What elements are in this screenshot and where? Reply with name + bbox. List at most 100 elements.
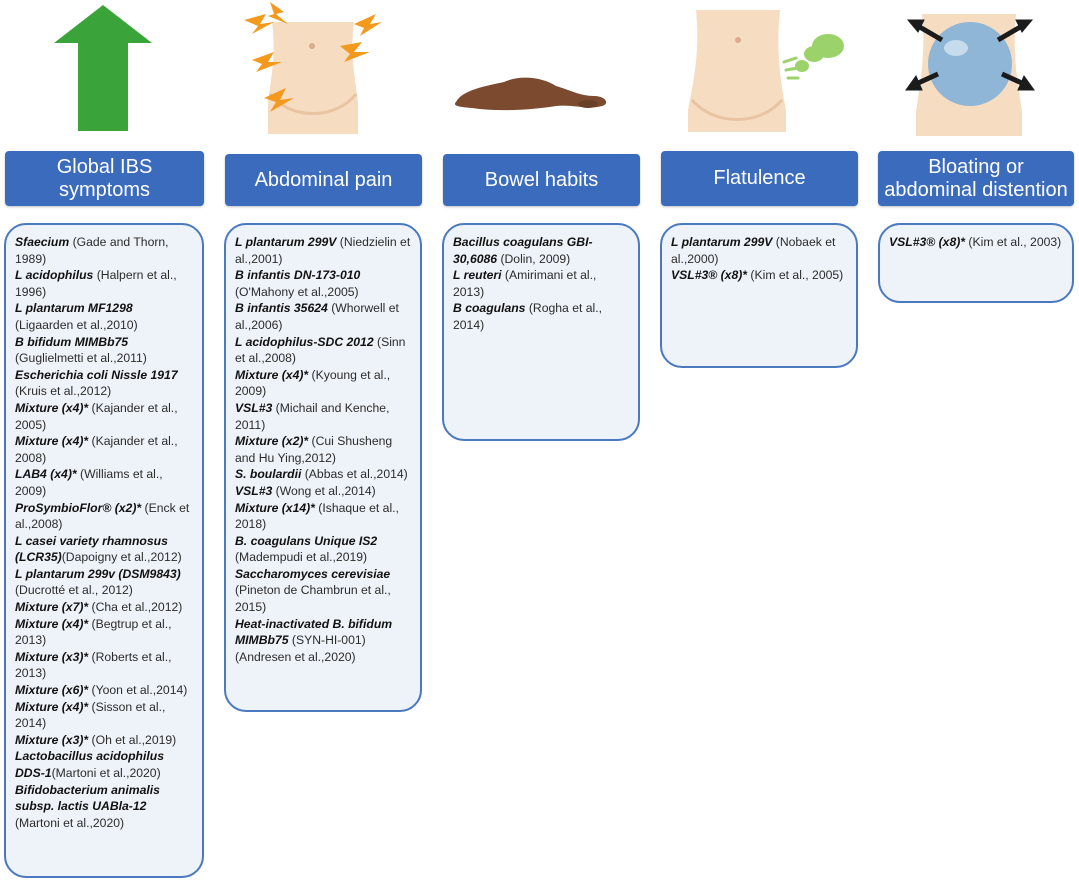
probiotic-entry: Mixture (x4)* (Kajander et al., 2005) — [15, 400, 194, 433]
probiotic-entry: Mixture (x2)* (Cui Shusheng and Hu Ying,… — [235, 433, 412, 466]
header-abdominal-pain: Abdominal pain — [225, 154, 422, 206]
probiotic-entry: L casei variety rhamnosus (LCR35)(Dapoig… — [15, 533, 194, 566]
probiotic-entry: Mixture (x7)* (Cha et al.,2012) — [15, 599, 194, 616]
probiotic-name: L plantarum 299V — [671, 235, 773, 249]
probiotic-entry: Lactobacillus acidophilus DDS-1(Martoni … — [15, 748, 194, 781]
probiotic-name: L reuteri — [453, 268, 502, 283]
probiotic-entry: Bacillus coagulans GBI-30,6086 (Dolin, 2… — [453, 234, 630, 267]
citation: (Oh et al.,2019) — [88, 732, 177, 747]
probiotic-name: L plantarum MF1298 — [15, 301, 133, 316]
up-arrow-icon — [54, 5, 152, 131]
citation: (Kajander et al., 2005) — [15, 400, 178, 432]
citation: (Roberts et al., 2013) — [15, 649, 172, 681]
probiotic-name: VSL#3 — [235, 400, 273, 415]
citation: (Williams et al., 2009) — [15, 467, 163, 498]
probiotic-name: B infantis 35624 — [235, 301, 328, 316]
probiotic-entry: Heat-inactivated B. bifidum MIMBb75 (SYN… — [235, 616, 412, 666]
citation: (Kim et al., 2005) — [747, 268, 844, 283]
citation: (Halpern et al., 1996) — [15, 268, 177, 299]
citation: (Ishaque et al., 2018) — [235, 500, 399, 532]
citation: (Abbas et al.,2014) — [301, 467, 408, 482]
header-bloating: Bloating or abdominal distention — [878, 151, 1074, 206]
probiotic-name: Mixture (x3)* — [15, 649, 89, 664]
probiotic-entry: L acidophilus-SDC 2012 (Sinn et al.,2008… — [235, 334, 412, 367]
probiotic-entry: Sfaecium (Gade and Thorn, 1989) — [15, 234, 194, 267]
citation: (Sinn et al.,2008) — [235, 334, 406, 366]
probiotic-entry: B coagulans (Rogha et al., 2014) — [453, 300, 630, 333]
citation: (Niedzielin et al.,2001) — [235, 235, 411, 266]
probiotic-entry: B. coagulans Unique IS2 (Madempudi et al… — [235, 533, 412, 566]
probiotic-entry: L plantarum 299v (DSM9843) (Ducrotté et … — [15, 566, 194, 599]
probiotic-entry: Saccharomyces cerevisiae (Pineton de Cha… — [235, 566, 412, 616]
probiotic-name: B infantis DN-173-010 — [235, 268, 361, 283]
probiotic-entry: Mixture (x4)* (Kyoung et al., 2009) — [235, 367, 412, 400]
probiotic-name: Mixture (x4)* — [15, 400, 89, 415]
probiotic-name: Bacillus coagulans GBI-30,6086 — [453, 235, 593, 266]
citation: (Pineton de Chambrun et al., 2015) — [235, 583, 391, 615]
stool-icon — [454, 77, 607, 111]
probiotic-name: ProSymbioFlor® (x2)* — [15, 500, 142, 515]
probiotic-list-flatulence: L plantarum 299V (Nobaek et al.,2000)VSL… — [660, 223, 858, 368]
probiotic-entry: VSL#3 (Michail and Kenche, 2011) — [235, 400, 412, 433]
probiotic-entry: Mixture (x3)* (Oh et al.,2019) — [15, 732, 194, 749]
probiotic-name: Mixture (x4)* — [235, 367, 309, 382]
citation: (Begtrup et al., 2013) — [15, 616, 172, 648]
probiotic-name: Mixture (x4)* — [15, 699, 89, 714]
probiotic-name: Mixture (x7)* — [15, 600, 89, 615]
probiotic-name: Mixture (x4)* — [15, 434, 89, 449]
citation: (Madempudi et al.,2019) — [235, 550, 368, 565]
citation: (Dapoigny et al.,2012) — [61, 550, 182, 565]
citation: (Gade and Thorn, 1989) — [15, 235, 169, 266]
probiotic-name: L casei variety rhamnosus (LCR35) — [15, 533, 168, 565]
citation: (Nobaek et al.,2000) — [671, 235, 836, 266]
probiotic-name: L acidophilus — [15, 268, 94, 283]
probiotic-entry: Bifidobacterium animalis subsp. lactis U… — [15, 782, 194, 832]
citation: (O'Mahony et al.,2005) — [235, 284, 359, 299]
probiotic-name: Bifidobacterium animalis subsp. lactis U… — [15, 782, 160, 814]
probiotic-name: Sfaecium — [15, 235, 70, 249]
probiotic-name: Escherichia coli Nissle 1917 — [15, 367, 178, 382]
probiotic-entry: LAB4 (x4)* (Williams et al., 2009) — [15, 466, 194, 499]
probiotic-name: Lactobacillus acidophilus DDS-1 — [15, 749, 164, 780]
probiotic-entry: L reuteri (Amirimani et al., 2013) — [453, 267, 630, 300]
probiotic-entry: ProSymbioFlor® (x2)* (Enck et al.,2008) — [15, 500, 194, 533]
probiotic-name: B. coagulans Unique IS2 — [235, 533, 378, 548]
probiotic-entry: Mixture (x3)* (Roberts et al., 2013) — [15, 649, 194, 682]
header-global-ibs-symptoms: Global IBS symptoms — [5, 151, 204, 206]
citation: (Rogha et al., 2014) — [453, 301, 603, 332]
probiotic-entry: VSL#3 (Wong et al.,2014) — [235, 483, 412, 500]
probiotic-name: B bifidum MIMBb75 — [15, 334, 129, 349]
probiotic-entry: B infantis DN-173-010 (O'Mahony et al.,2… — [235, 267, 412, 300]
probiotic-entry: L plantarum MF1298 (Ligaarden et al.,201… — [15, 300, 194, 333]
probiotic-list-abdominal-pain: L plantarum 299V (Niedzielin et al.,2001… — [224, 223, 422, 712]
probiotic-entry: Mixture (x4)* (Begtrup et al., 2013) — [15, 616, 194, 649]
citation: (Guglielmetti et al.,2011) — [15, 351, 147, 366]
probiotic-entry: VSL#3® (x8)* (Kim et al., 2003) — [889, 234, 1064, 251]
probiotic-name: Saccharomyces cerevisiae — [235, 566, 391, 581]
header-bowel-habits: Bowel habits — [443, 154, 640, 206]
citation: (Ducrotté et al., 2012) — [15, 583, 133, 598]
probiotic-entry: B infantis 35624 (Whorwell et al.,2006) — [235, 300, 412, 333]
probiotic-name: VSL#3 — [235, 483, 273, 498]
citation: (Kyoung et al., 2009) — [235, 367, 391, 399]
probiotic-list-bowel-habits: Bacillus coagulans GBI-30,6086 (Dolin, 2… — [442, 223, 640, 441]
header-flatulence: Flatulence — [661, 151, 858, 206]
citation: (Michail and Kenche, 2011) — [235, 400, 390, 432]
probiotic-entry: L acidophilus (Halpern et al., 1996) — [15, 267, 194, 300]
flatulence-icon — [688, 10, 844, 132]
citation: (Martoni et al.,2020) — [51, 766, 161, 780]
probiotic-name: L plantarum 299V — [235, 235, 337, 249]
citation: (Ligaarden et al.,2010) — [15, 317, 138, 332]
probiotic-name: VSL#3® (x8)* — [671, 268, 748, 283]
probiotic-list-global-ibs: Sfaecium (Gade and Thorn, 1989)L acidoph… — [4, 223, 204, 878]
citation: (Wong et al.,2014) — [272, 483, 376, 498]
probiotic-entry: L plantarum 299V (Nobaek et al.,2000) — [671, 234, 848, 267]
probiotic-entry: L plantarum 299V (Niedzielin et al.,2001… — [235, 234, 412, 267]
citation: (Kruis et al.,2012) — [15, 384, 112, 399]
probiotic-list-bloating: VSL#3® (x8)* (Kim et al., 2003) — [878, 223, 1074, 303]
citation: (Kajander et al., 2008) — [15, 434, 178, 465]
citation: (Whorwell et al.,2006) — [235, 301, 399, 332]
probiotic-entry: Mixture (x6)* (Yoon et al.,2014) — [15, 682, 194, 699]
probiotic-name: Mixture (x2)* — [235, 434, 309, 449]
citation: (Enck et al.,2008) — [15, 500, 190, 532]
